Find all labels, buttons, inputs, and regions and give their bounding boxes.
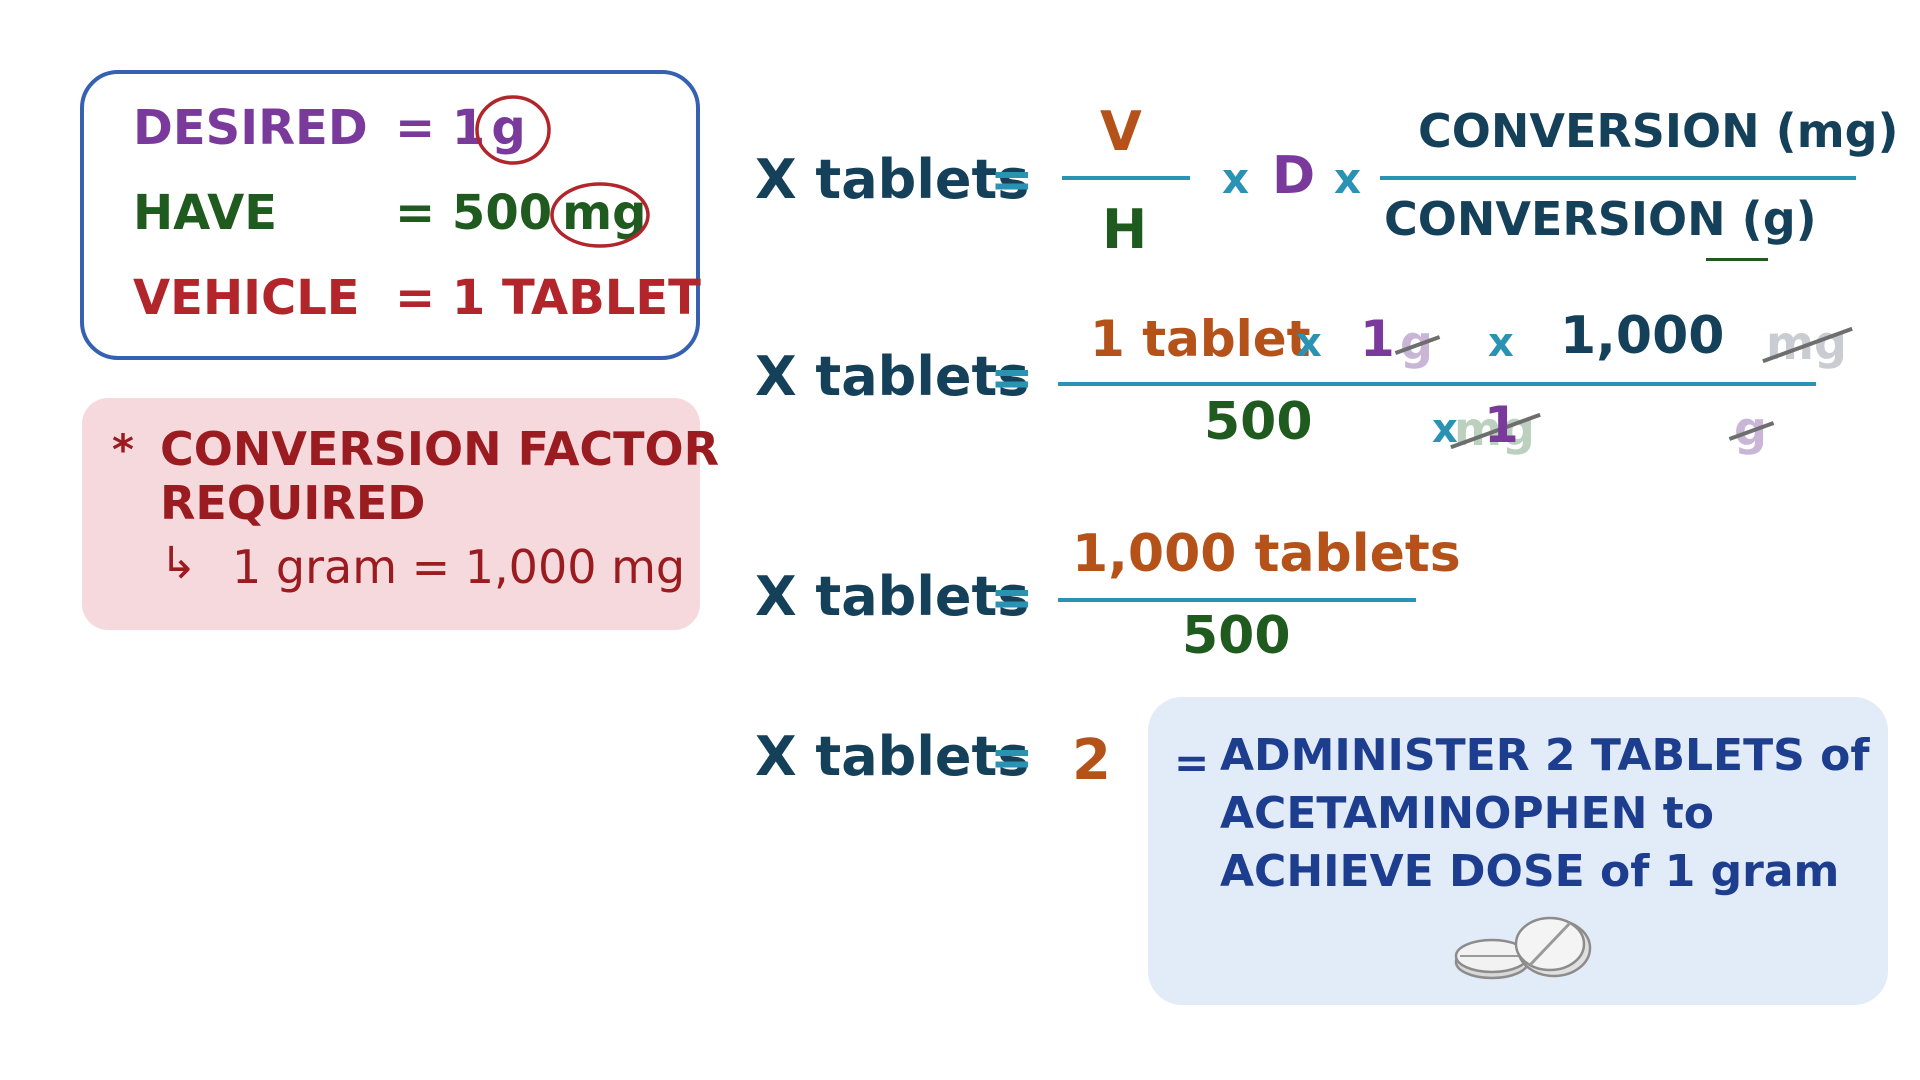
equals-sign: =: [990, 728, 1034, 788]
note-line-1: CONVERSION FACTOR: [160, 422, 720, 476]
step2-g-den-cancelled: g: [1733, 402, 1767, 456]
step3-denominator: 500: [1182, 606, 1291, 666]
conversion-g: CONVERSION (g): [1384, 192, 1817, 246]
times-sign: x: [1432, 406, 1458, 452]
step2-one-tablet: 1 tablet: [1090, 310, 1311, 368]
unit-circle-icon: [550, 182, 650, 248]
tablets-icon: [1454, 916, 1592, 980]
lhs-x-tablets: X tablets: [755, 565, 1030, 628]
note-line-2: REQUIRED: [160, 476, 426, 530]
underline-mark: [1706, 258, 1768, 261]
equals-sign: =: [990, 568, 1034, 628]
times-sign: x: [1222, 154, 1250, 203]
have-number: = 500: [395, 185, 553, 241]
have-label: HAVE: [133, 185, 277, 241]
conversion-factor-note: [82, 398, 700, 630]
answer-value: 2: [1072, 728, 1111, 793]
result-line-1: ADMINISTER 2 TABLETS of: [1220, 730, 1870, 781]
step2-g-cancelled: g: [1400, 316, 1433, 370]
vehicle-value: = 1 TABLET: [395, 270, 701, 326]
step2-five-hundred: 500: [1204, 392, 1313, 452]
desired-label: DESIRED: [133, 100, 368, 156]
fraction-line: [1058, 382, 1816, 386]
step3-numerator: 1,000 tablets: [1072, 524, 1461, 584]
lhs-x-tablets: X tablets: [755, 725, 1030, 788]
fraction-line: [1062, 176, 1190, 180]
lhs-x-tablets: X tablets: [755, 345, 1030, 408]
result-line-2: ACETAMINOPHEN to: [1220, 788, 1714, 839]
equals-sign: =: [990, 150, 1034, 210]
desired-unit-circled: g: [475, 95, 552, 165]
result-line-3: ACHIEVE DOSE of 1 gram: [1220, 846, 1840, 897]
desired-unit: g: [491, 100, 526, 156]
step2-mg-den-cancelled: mg: [1453, 402, 1535, 456]
step2-thousand: 1,000: [1560, 306, 1725, 366]
conversion-mg: CONVERSION (mg): [1418, 104, 1899, 158]
fraction-line: [1058, 598, 1416, 602]
equals-sign: =: [990, 348, 1034, 408]
formula-v: V: [1100, 100, 1142, 163]
step2-one-den: 1: [1484, 396, 1519, 454]
have-unit-circled: mg: [550, 182, 650, 248]
arrow-icon: ↳: [160, 538, 197, 589]
given-values-box: [80, 70, 700, 360]
times-sign: x: [1334, 154, 1362, 203]
have-unit: mg: [562, 185, 647, 241]
note-line-3: 1 gram = 1,000 mg: [232, 540, 686, 594]
vehicle-label: VEHICLE: [133, 270, 360, 326]
formula-h: H: [1102, 198, 1148, 261]
step2-one: 1: [1360, 310, 1395, 368]
formula-d: D: [1272, 146, 1316, 206]
step2-mg-cancelled: mg: [1766, 316, 1847, 370]
times-sign: x: [1488, 320, 1514, 366]
desired-number: = 1: [395, 100, 486, 156]
times-sign: x: [1296, 320, 1322, 366]
result-equals: =: [1174, 738, 1210, 787]
unit-circle-icon: [475, 95, 552, 165]
lhs-x-tablets: X tablets: [755, 148, 1030, 211]
asterisk-icon: *: [112, 425, 134, 474]
fraction-line: [1380, 176, 1856, 180]
